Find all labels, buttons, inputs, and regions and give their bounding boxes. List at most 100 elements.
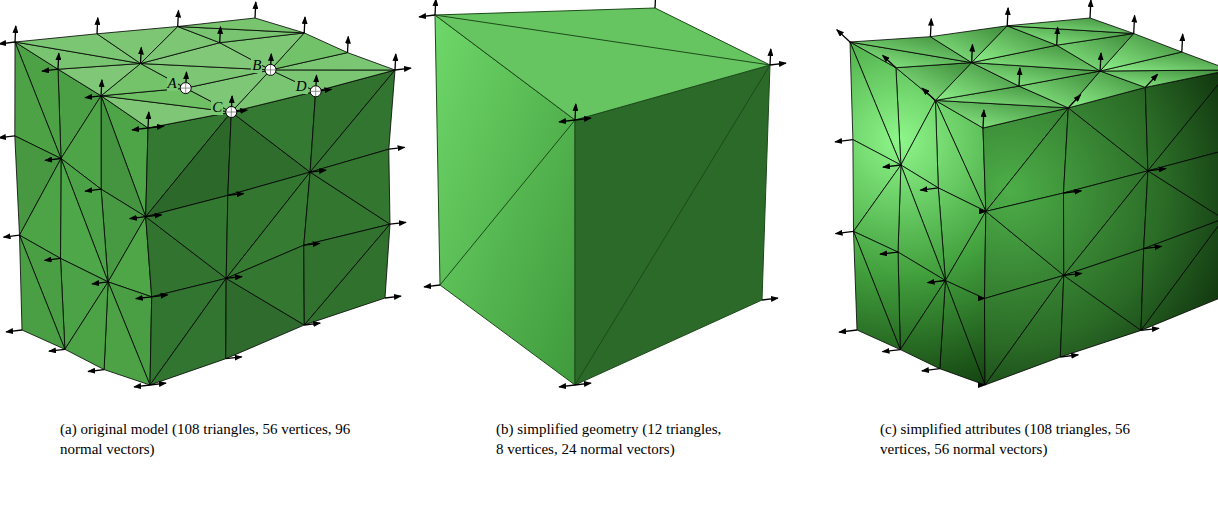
normal-arrow xyxy=(385,296,401,298)
mesh-triangle xyxy=(985,275,1064,385)
vertex-marker xyxy=(310,86,321,97)
vertex-label: B xyxy=(251,58,262,73)
vertex-label: A xyxy=(167,76,178,91)
cube-face xyxy=(435,8,770,120)
triangle-edge xyxy=(575,65,770,385)
normal-arrow xyxy=(1099,53,1101,71)
normal-arrow xyxy=(395,68,411,70)
normal-arrow xyxy=(559,385,575,387)
normal-arrow xyxy=(45,159,61,161)
simplified-attributes xyxy=(835,0,1218,385)
normal-arrow xyxy=(419,15,435,17)
normal-arrow xyxy=(930,19,932,37)
normal-arrow xyxy=(140,48,142,64)
mesh-triangle xyxy=(1141,219,1218,331)
normal-arrow xyxy=(922,369,940,371)
normal-arrow xyxy=(1089,0,1091,18)
mesh-triangle xyxy=(1064,249,1144,331)
mesh-triangle xyxy=(226,245,304,325)
mesh-triangle xyxy=(985,275,1064,385)
vertex-marker-cross xyxy=(311,86,321,96)
mesh-triangle xyxy=(854,231,901,349)
normal-arrow xyxy=(136,297,152,299)
normal-arrow xyxy=(762,298,778,300)
normal-arrow xyxy=(835,140,853,142)
original-model xyxy=(0,2,411,387)
normal-arrow xyxy=(0,136,15,138)
normal-arrow xyxy=(883,350,901,352)
normal-arrow xyxy=(96,18,98,34)
mesh-triangle xyxy=(1141,219,1218,331)
normal-arrow xyxy=(347,37,349,53)
normal-arrow xyxy=(1141,328,1159,330)
mesh-triangle xyxy=(20,235,65,349)
normal-arrow xyxy=(132,128,148,130)
simplified-geometry xyxy=(419,0,786,387)
normal-arrow xyxy=(1064,191,1082,193)
vertex-marker xyxy=(226,107,237,118)
mesh-triangle xyxy=(986,193,1064,275)
subfigure-caption: (a) original model (108 triangles, 56 ve… xyxy=(60,420,360,459)
normal-arrow xyxy=(836,231,854,233)
normal-arrow xyxy=(1144,246,1162,248)
normal-arrow xyxy=(883,165,901,167)
mesh-triangle xyxy=(854,231,901,349)
normal-arrow xyxy=(424,285,440,287)
mesh-triangle xyxy=(150,278,226,385)
normal-arrow xyxy=(1056,27,1058,45)
mesh-triangle xyxy=(304,224,390,325)
normal-arrow xyxy=(150,383,166,385)
normal-arrow xyxy=(1181,34,1183,52)
normal-arrow xyxy=(85,189,101,191)
vertex-label: C xyxy=(211,100,223,115)
normal-arrow xyxy=(1018,68,1020,86)
normal-arrow xyxy=(130,217,146,219)
mesh-triangle xyxy=(304,224,390,325)
normal-arrow xyxy=(88,370,104,372)
triangle-edge xyxy=(435,15,770,65)
normal-arrow xyxy=(559,120,575,122)
mesh-triangle xyxy=(146,195,228,278)
vertex-marker-cross xyxy=(181,83,191,93)
mesh-triangle xyxy=(150,278,226,385)
subfigure-caption: (c) simplified attributes (108 triangles… xyxy=(880,420,1142,459)
vertex-label: D xyxy=(295,79,308,94)
mesh-triangle xyxy=(900,281,945,369)
normal-arrow xyxy=(971,45,973,63)
vertex-marker-cross xyxy=(266,65,276,75)
vertex-marker xyxy=(180,83,191,94)
normal-arrow xyxy=(575,118,591,120)
normal-arrow xyxy=(837,30,850,42)
subfigure-caption: (b) simplified geometry (12 triangles, 8… xyxy=(496,420,728,459)
normal-arrow xyxy=(100,80,102,96)
normal-arrow xyxy=(14,26,16,42)
normal-arrow xyxy=(49,349,65,351)
mesh-triangle xyxy=(1100,70,1218,87)
normal-arrow xyxy=(152,295,168,297)
normal-arrow xyxy=(389,147,405,149)
normal-arrow xyxy=(4,235,20,237)
mesh-triangle xyxy=(930,26,1007,63)
mesh-triangle xyxy=(271,70,396,91)
normal-arrow xyxy=(1148,169,1166,171)
normal-arrow xyxy=(226,277,242,279)
normal-arrow xyxy=(92,282,108,284)
normal-arrow xyxy=(770,63,786,65)
normal-arrow xyxy=(254,2,256,18)
normal-arrow xyxy=(1007,8,1009,26)
normal-arrow xyxy=(85,96,101,98)
mesh-triangle xyxy=(1007,18,1133,34)
normal-arrow xyxy=(226,357,242,359)
normal-arrow xyxy=(219,27,221,43)
normal-arrow xyxy=(394,54,396,70)
normal-arrow xyxy=(42,69,58,71)
cube-face xyxy=(575,65,770,385)
mesh-triangle xyxy=(896,63,972,101)
normal-arrow xyxy=(1060,355,1078,357)
normal-arrow xyxy=(1145,74,1157,87)
triangle-edge xyxy=(440,120,575,285)
normal-arrow xyxy=(228,194,244,196)
normal-arrow xyxy=(575,383,591,385)
normal-arrow xyxy=(146,215,162,217)
normal-arrow xyxy=(769,49,771,65)
